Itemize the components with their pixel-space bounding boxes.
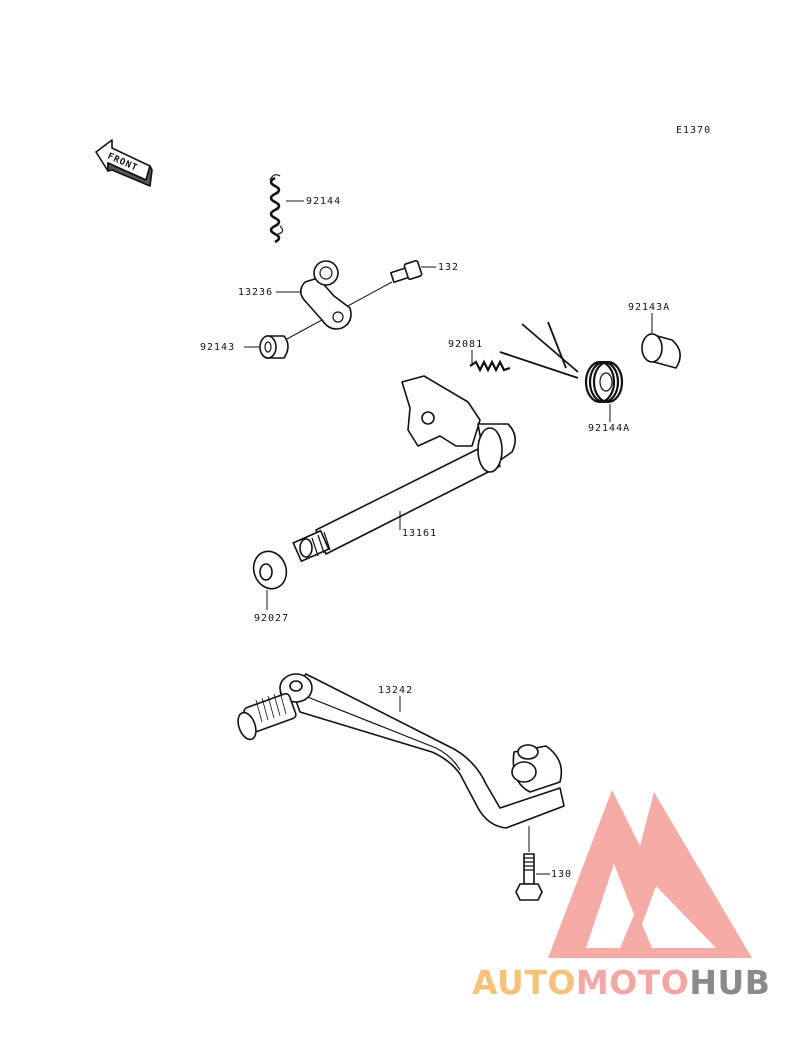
watermark-text: AUTOMOTOHUB (472, 963, 770, 1002)
label-92143: 92143 (200, 342, 235, 353)
label-132: 132 (438, 262, 459, 273)
collar-92143a-part (641, 333, 681, 369)
label-130: 130 (551, 869, 572, 880)
washer-92027-part (252, 550, 288, 590)
label-92144a: 92144A (588, 423, 630, 434)
spring-92081-part (469, 359, 511, 373)
watermark-text-moto: MOTO (576, 963, 689, 1002)
bolt-130-part (515, 853, 543, 901)
label-13242: 13242 (378, 685, 413, 696)
label-13236: 13236 (238, 287, 273, 298)
spring-92144-part (269, 174, 284, 244)
watermark-text-auto: AUTO (472, 963, 576, 1002)
bolt-132-part (390, 259, 423, 284)
label-92027: 92027 (254, 613, 289, 624)
watermark-text-hub: HUB (689, 963, 770, 1002)
front-arrow-icon: FRONT (95, 139, 153, 187)
label-92081: 92081 (448, 339, 483, 350)
lever-13236-part (299, 260, 352, 330)
watermark-logo (548, 790, 752, 958)
label-92144: 92144 (306, 196, 341, 207)
ref-code: E1370 (676, 125, 711, 136)
collar-92143-part (259, 335, 289, 359)
label-13161: 13161 (402, 528, 437, 539)
pedal-13242-part (237, 673, 565, 829)
label-92143a: 92143A (628, 302, 670, 313)
spring-92144a-part (499, 321, 624, 404)
shaft-13161-part (292, 375, 516, 563)
